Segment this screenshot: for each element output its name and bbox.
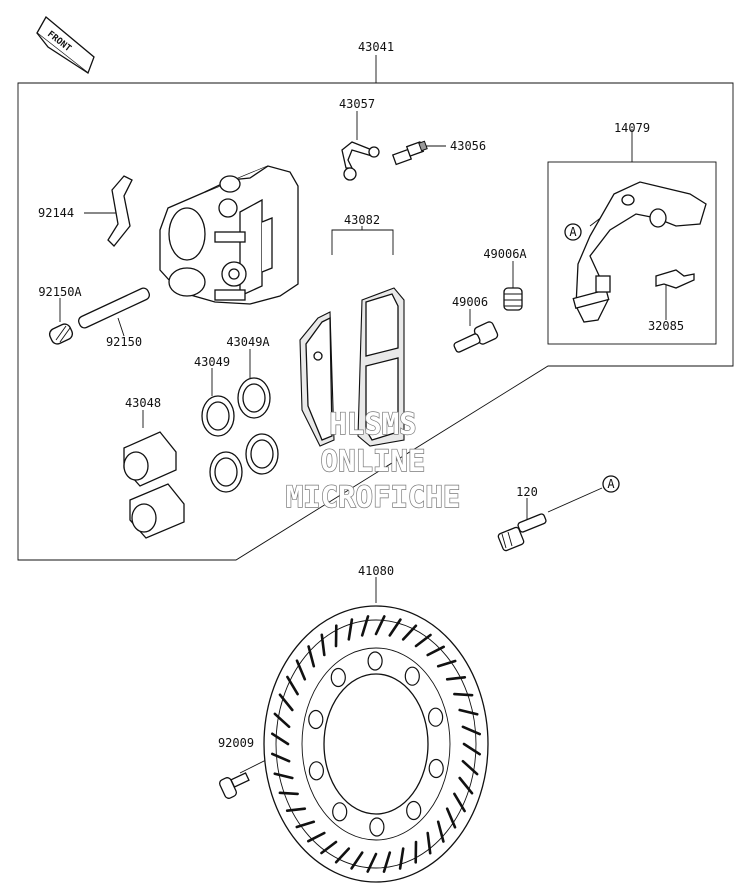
- label-32085: 32085: [648, 319, 684, 333]
- caliper-body: [160, 166, 298, 304]
- ref-a-bolt: A: [607, 477, 615, 491]
- disc-hole: [309, 762, 323, 780]
- brake-disc: [264, 606, 488, 882]
- anti-rattle-spring: [108, 176, 132, 246]
- label-92144: 92144: [38, 206, 74, 220]
- disc-hole: [405, 667, 419, 685]
- disc-bolt: [218, 773, 249, 800]
- disc-hole: [368, 652, 382, 670]
- label-41080: 41080: [358, 564, 394, 578]
- disc-hole: [370, 818, 384, 836]
- caliper-bracket: [573, 182, 706, 322]
- watermark-line-2: ONLINE: [321, 444, 426, 478]
- label-43056: 43056: [450, 139, 486, 153]
- bleeder-bracket: [342, 142, 379, 180]
- disc-hole: [407, 802, 421, 820]
- label-92150a: 92150A: [38, 285, 82, 299]
- label-49006a: 49006A: [483, 247, 527, 261]
- label-49006: 49006: [452, 295, 488, 309]
- pistons: [124, 432, 184, 538]
- label-43048: 43048: [125, 396, 161, 410]
- label-92009: 92009: [218, 736, 254, 750]
- label-43049: 43049: [194, 355, 230, 369]
- watermark-line-3: MICROFICHE: [286, 480, 461, 514]
- bolt-120: [497, 513, 546, 551]
- label-14079: 14079: [614, 121, 650, 135]
- disc-hole: [309, 711, 323, 729]
- label-43049a: 43049A: [226, 335, 270, 349]
- disc-hole: [333, 803, 347, 821]
- pin-49006: [453, 321, 499, 353]
- bleeder-valve: [393, 141, 427, 164]
- front-arrow-icon: FRONT: [37, 17, 94, 73]
- watermark-line-1: HLSMS: [329, 407, 416, 441]
- label-92150: 92150: [106, 335, 142, 349]
- piston-seals: [202, 378, 278, 492]
- boot-49006a: [504, 288, 522, 310]
- ref-a-bracket: A: [569, 225, 577, 239]
- pad-spring: [656, 270, 694, 288]
- disc-slot: [454, 694, 472, 695]
- disc-hole: [331, 669, 345, 687]
- label-43057: 43057: [339, 97, 375, 111]
- disc-hole: [429, 708, 443, 726]
- label-120: 120: [516, 485, 538, 499]
- disc-slot: [280, 793, 298, 794]
- label-43041: 43041: [358, 40, 394, 54]
- disc-hole: [429, 760, 443, 778]
- label-43082: 43082: [344, 213, 380, 227]
